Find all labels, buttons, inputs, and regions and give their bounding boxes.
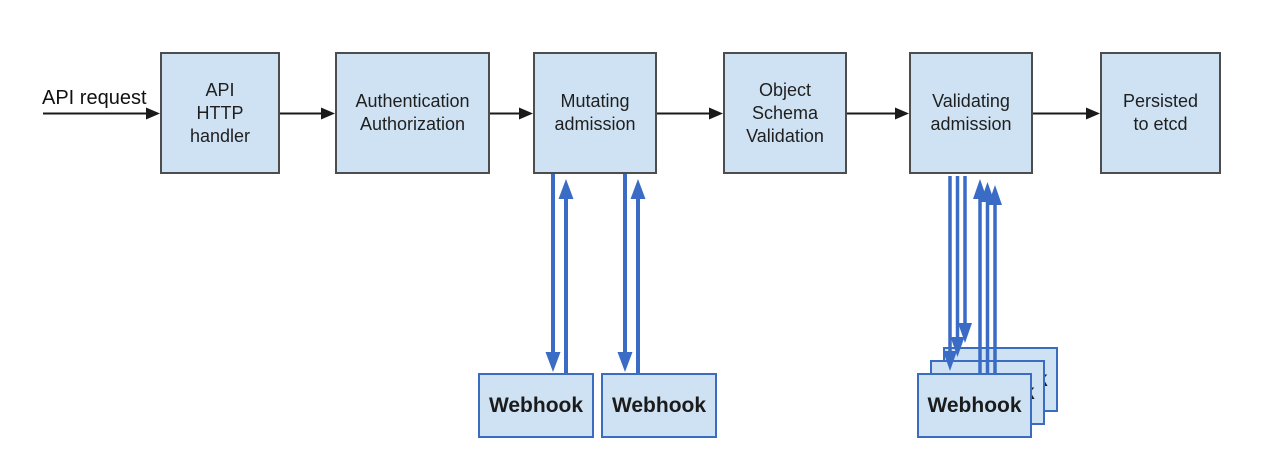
node-mutating-admission-label: Mutating admission — [554, 91, 636, 134]
arrowhead-icon — [895, 107, 909, 120]
mutating-webhook-box-2: Webhook — [601, 373, 717, 438]
arrowhead-icon — [630, 179, 646, 199]
arrowhead-icon — [958, 323, 972, 343]
node-object-schema-validation-label: Object Schema Validation — [746, 79, 824, 146]
mutating-webhook2-return-arrow — [630, 179, 646, 374]
node-persisted-to-etcd-label: Persisted to etcd — [1122, 91, 1199, 134]
node-validating-admission-label: Validating admission — [930, 91, 1012, 134]
node-mutating-admission: Mutating admission — [533, 52, 657, 174]
arrowhead-icon — [519, 107, 533, 120]
flow-arrow-handler-to-auth — [280, 107, 335, 120]
arrowhead-icon — [973, 179, 987, 199]
flow-arrow-validating-to-etcd — [1033, 107, 1100, 120]
node-api-http-handler-label: API HTTP handler — [189, 79, 251, 146]
node-authentication-authorization-label: Authentication Authorization — [355, 91, 470, 134]
mutating-webhook-1-label: Webhook — [488, 393, 584, 417]
mutating-webhook1-call-arrow — [545, 174, 561, 372]
node-authentication-authorization: Authentication Authorization — [335, 52, 490, 174]
flow-arrow-schema-to-validating — [847, 107, 909, 120]
arrowhead-icon — [321, 107, 335, 120]
validating-webhook-front-label: Webhook — [927, 393, 1022, 417]
mutating-webhook-box-1: Webhook — [478, 373, 594, 438]
arrowhead-icon — [988, 185, 1002, 205]
mutating-webhook-2-label: Webhook — [611, 393, 707, 417]
validating-webhook-box-front: Webhook — [917, 373, 1032, 438]
node-persisted-to-etcd: Persisted to etcd — [1100, 52, 1221, 174]
arrowhead-icon — [558, 179, 574, 199]
validating-webhook-call-arrows — [943, 176, 972, 371]
validating-webhook-return-arrows — [973, 179, 1002, 373]
node-validating-admission: Validating admission — [909, 52, 1033, 174]
flow-arrow-mutating-to-schema — [657, 107, 723, 120]
arrowhead-icon — [1086, 107, 1100, 120]
api-request-label: API request — [42, 87, 147, 109]
arrowhead-icon — [146, 107, 160, 120]
arrowhead-icon — [545, 352, 561, 372]
arrowhead-icon — [617, 352, 633, 372]
mutating-webhook2-call-arrow — [617, 174, 633, 372]
node-api-http-handler: API HTTP handler — [160, 52, 280, 174]
flow-arrow-auth-to-mutating — [490, 107, 533, 120]
node-object-schema-validation: Object Schema Validation — [723, 52, 847, 174]
arrowhead-icon — [980, 182, 995, 202]
mutating-webhook1-return-arrow — [558, 179, 574, 374]
arrowhead-icon — [709, 107, 723, 120]
